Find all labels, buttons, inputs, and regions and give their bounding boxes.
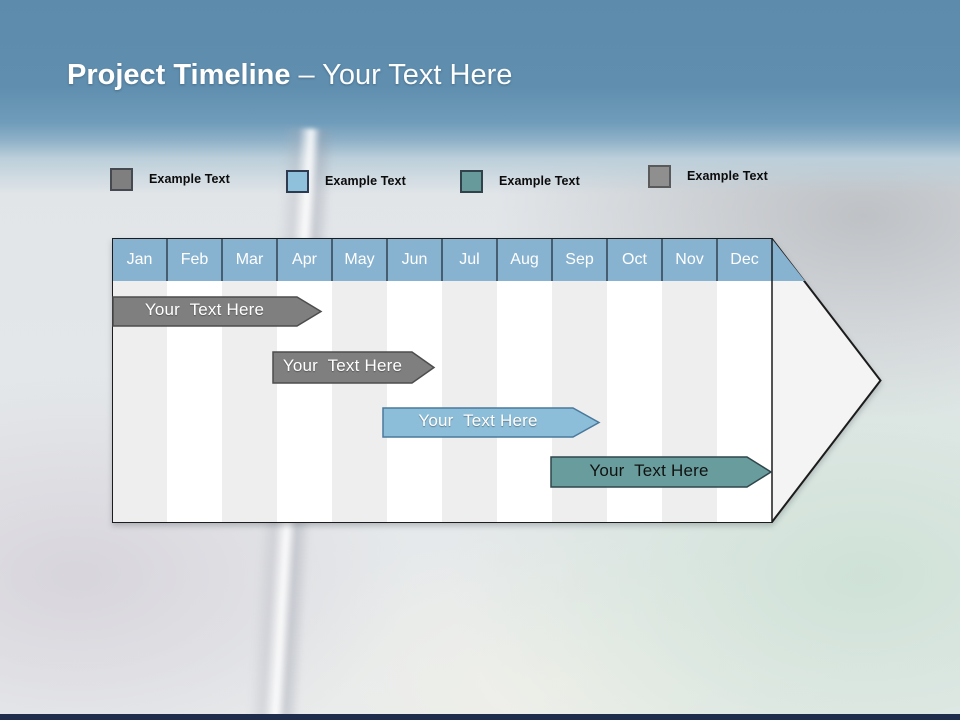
- legend-label[interactable]: Example Text: [687, 169, 768, 183]
- month-cell-aug: Aug: [510, 251, 539, 268]
- month-cell-sep: Sep: [565, 251, 594, 268]
- header-separators: [166, 239, 718, 281]
- legend-label[interactable]: Example Text: [325, 174, 406, 188]
- bottom-accent-strip: [0, 714, 960, 720]
- month-cell-nov: Nov: [675, 251, 704, 268]
- task-bar-1-label[interactable]: Your Text Here: [144, 300, 265, 319]
- legend-item-1: Example Text: [110, 167, 230, 191]
- month-cell-oct: Oct: [622, 251, 647, 268]
- month-cell-feb: Feb: [180, 251, 209, 268]
- legend-swatch-blue-icon: [286, 169, 309, 193]
- month-cell-may: May: [344, 251, 375, 268]
- legend-swatch-gray-icon: [110, 167, 133, 191]
- legend-item-3: Example Text: [460, 169, 580, 193]
- month-cell-jan: Jan: [126, 251, 153, 268]
- title-main: Project Timeline: [67, 59, 291, 91]
- task-bar-3[interactable]: [382, 407, 601, 438]
- month-cell-jul: Jul: [459, 251, 480, 268]
- column-may: [332, 281, 387, 522]
- month-cell-mar: Mar: [235, 251, 264, 268]
- timeline-chart: Jan Feb Mar Apr May Jun Jul Aug Sep Oct …: [112, 238, 882, 523]
- column-jul: [442, 281, 497, 522]
- task-bar-4[interactable]: [550, 456, 773, 488]
- task-bar-4-label[interactable]: Your Text Here: [589, 461, 709, 480]
- legend-swatch-gray2-icon: [648, 164, 671, 188]
- title-suffix: – Your Text Here: [298, 59, 513, 91]
- task-bar-1[interactable]: [112, 296, 323, 327]
- legend-swatch-teal-icon: [460, 169, 483, 193]
- month-cell-dec: Dec: [730, 251, 759, 268]
- task-bar-2-label[interactable]: Your Text Here: [282, 356, 403, 375]
- column-jun: [387, 281, 442, 522]
- legend-label[interactable]: Example Text: [499, 174, 580, 188]
- month-cell-apr: Apr: [292, 251, 317, 268]
- legend-label[interactable]: Example Text: [149, 172, 230, 186]
- legend-item-4: Example Text: [648, 164, 768, 188]
- timeline-arrow-graphic: [112, 238, 882, 523]
- month-cell-jun: Jun: [401, 251, 428, 268]
- legend-item-2: Example Text: [286, 169, 406, 193]
- slide-title[interactable]: Project Timeline– Your Text Here: [67, 59, 512, 92]
- task-bar-2[interactable]: [272, 351, 436, 384]
- column-aug: [497, 281, 552, 522]
- month-header-band: [113, 239, 805, 281]
- month-header-row: Jan Feb Mar Apr May Jun Jul Aug Sep Oct …: [112, 238, 772, 281]
- task-bar-3-label[interactable]: Your Text Here: [418, 411, 538, 430]
